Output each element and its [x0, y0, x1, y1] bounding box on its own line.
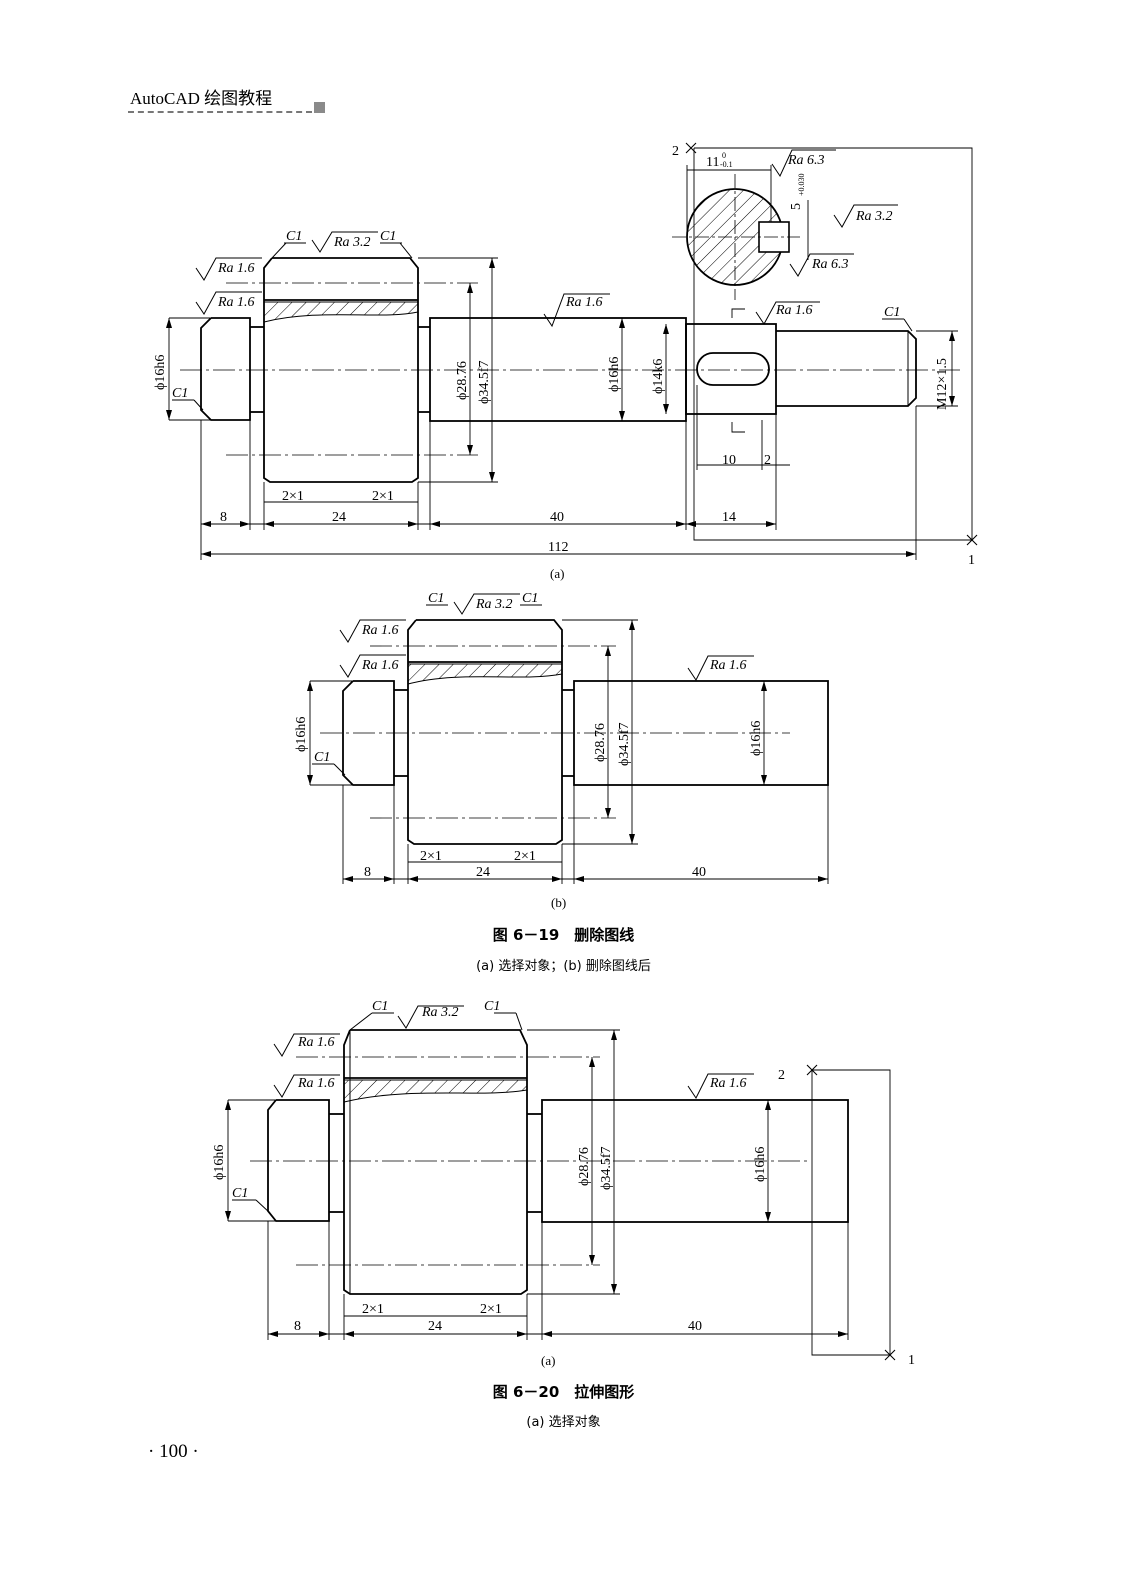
groove-label: 2×1 — [282, 489, 304, 504]
chamfer-label: C1 — [172, 386, 188, 401]
chamfer-label: C1 — [428, 591, 444, 606]
tolerance-upper: 0 — [722, 151, 726, 160]
dimension-d34-5f7: ϕ34.5f7 — [617, 722, 632, 766]
dimension-2: 2 — [764, 453, 771, 468]
figure-sublabel: (b) — [551, 895, 567, 910]
dimension-d28-76: ϕ28.76 — [455, 361, 470, 400]
roughness-label: Ra 3.2 — [333, 235, 371, 250]
dimension-d16h6: ϕ16h6 — [607, 357, 622, 392]
dimension-112: 112 — [548, 540, 568, 555]
roughness-label: Ra 3.2 — [475, 597, 513, 612]
roughness-label: Ra 1.6 — [361, 658, 399, 673]
dimension-d16h6: ϕ16h6 — [749, 721, 764, 756]
tolerance-upper: +0.030 — [797, 173, 806, 196]
chamfer-label: C1 — [522, 591, 538, 606]
figure-caption-subtitle: (a) 选择对象；(b) 删除图线后 — [476, 959, 651, 974]
dimension-14: 14 — [722, 510, 736, 525]
dimension-8: 8 — [220, 510, 227, 525]
roughness-label: Ra 1.6 — [709, 658, 747, 673]
dimension-40: 40 — [688, 1319, 702, 1334]
roughness-label: Ra 1.6 — [297, 1076, 335, 1091]
groove-label: 2×1 — [514, 849, 536, 864]
figure-620a-shaft-drawing: C1 C1 C1 Ra 1.6 Ra 1.6 Ra 3.2 Ra 1.6 ϕ16… — [212, 999, 915, 1368]
roughness-label: Ra 6.3 — [811, 257, 849, 272]
dimension-d34-5f7: ϕ34.5f7 — [477, 360, 492, 404]
groove-label: 2×1 — [420, 849, 442, 864]
dimension-d14k6: ϕ14k6 — [651, 359, 666, 394]
running-header: AutoCAD 绘图教程 — [130, 89, 273, 108]
chamfer-label: C1 — [380, 229, 396, 244]
header-square-marker — [314, 102, 325, 113]
figure-caption-subtitle: (a) 选择对象 — [526, 1415, 601, 1430]
roughness-label: Ra 1.6 — [297, 1035, 335, 1050]
dimension-24: 24 — [332, 510, 346, 525]
roughness-label: Ra 1.6 — [775, 303, 813, 318]
roughness-label: Ra 6.3 — [787, 153, 825, 168]
dimension-d16h6: ϕ16h6 — [753, 1147, 768, 1182]
figure-sublabel: (a) — [541, 1353, 556, 1368]
dimension-11: 11 — [706, 155, 719, 170]
roughness-label: Ra 3.2 — [421, 1005, 459, 1020]
figure-619a-shaft-drawing: C1 C1 C1 C1 Ra 1.6 Ra 1.6 Ra 3.2 Ra 1.6 … — [153, 142, 978, 568]
header-dashed-rule — [128, 111, 312, 113]
chamfer-label: C1 — [372, 999, 388, 1014]
grip-point-2: 2 — [778, 1068, 785, 1083]
chamfer-label: C1 — [232, 1186, 248, 1201]
dimension-d16h6: ϕ16h6 — [153, 355, 168, 390]
chamfer-label: C1 — [484, 999, 500, 1014]
dimension-24: 24 — [428, 1319, 442, 1334]
roughness-label: Ra 3.2 — [855, 209, 893, 224]
dimension-24: 24 — [476, 865, 490, 880]
dimension-10: 10 — [722, 453, 736, 468]
dimension-d16h6: ϕ16h6 — [212, 1145, 227, 1180]
dimension-m12: M12×1.5 — [935, 358, 950, 410]
page-number: · 100 · — [148, 1441, 199, 1462]
roughness-label: Ra 1.6 — [565, 295, 603, 310]
groove-label: 2×1 — [480, 1302, 502, 1317]
dimension-5: 5 — [789, 203, 804, 210]
chamfer-label: C1 — [286, 229, 302, 244]
tolerance-lower: -0.1 — [720, 160, 733, 169]
figure-caption-title: 图 6－20 拉伸图形 — [492, 1383, 635, 1401]
groove-label: 2×1 — [362, 1302, 384, 1317]
dimension-d34-5f7: ϕ34.5f7 — [599, 1146, 614, 1190]
chamfer-label: C1 — [314, 750, 330, 765]
dimension-8: 8 — [364, 865, 371, 880]
grip-point-2: 2 — [672, 144, 679, 159]
figure-caption-title: 图 6－19 删除图线 — [492, 926, 635, 944]
chamfer-label: C1 — [884, 305, 900, 320]
figure-sublabel: (a) — [550, 566, 565, 581]
grip-point-1: 1 — [968, 553, 975, 568]
roughness-label: Ra 1.6 — [217, 261, 255, 276]
dimension-40: 40 — [550, 510, 564, 525]
dimension-40: 40 — [692, 865, 706, 880]
grip-point-1: 1 — [908, 1353, 915, 1368]
roughness-label: Ra 1.6 — [361, 623, 399, 638]
roughness-label: Ra 1.6 — [709, 1076, 747, 1091]
dimension-d28-76: ϕ28.76 — [593, 723, 608, 762]
dimension-8: 8 — [294, 1319, 301, 1334]
figure-619b-shaft-drawing: C1 C1 C1 Ra 1.6 Ra 1.6 Ra 3.2 Ra 1.6 ϕ16… — [294, 591, 829, 884]
roughness-label: Ra 1.6 — [217, 295, 255, 310]
groove-label: 2×1 — [372, 489, 394, 504]
dimension-d28-76: ϕ28.76 — [577, 1147, 592, 1186]
dimension-d16h6: ϕ16h6 — [294, 717, 309, 752]
